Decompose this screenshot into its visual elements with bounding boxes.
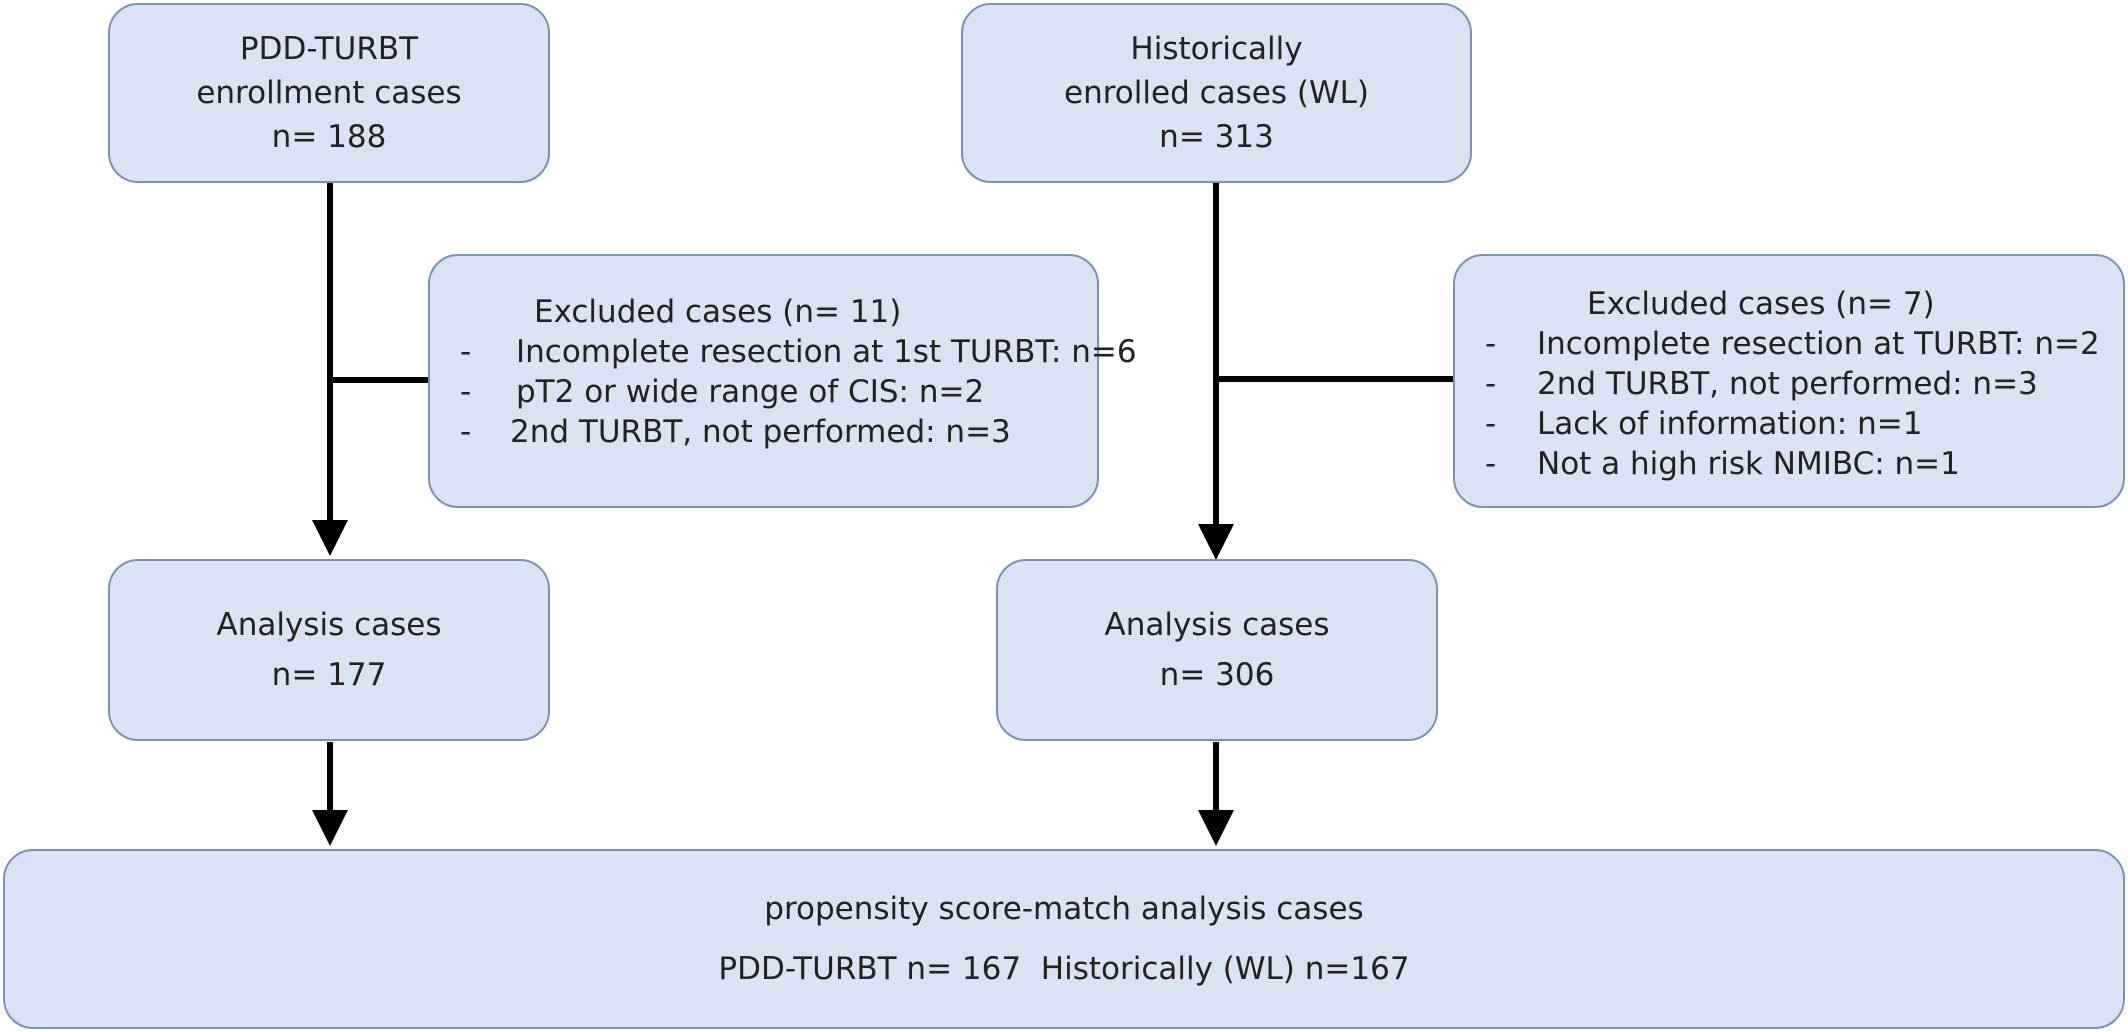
historical-enrollment-line-1: Historically xyxy=(1130,31,1303,67)
left-excluded-title: Excluded cases (n= 11) xyxy=(534,294,902,330)
right-excluded-title: Excluded cases (n= 7) xyxy=(1587,286,1935,322)
right-analysis-cases-box: Analysis cases n= 306 xyxy=(996,559,1438,741)
list-dash: - xyxy=(1485,406,1497,442)
historical-enrollment-box: Historically enrolled cases (WL) n= 313 xyxy=(961,3,1472,183)
pdd-turbt-enrollment-line-1: PDD-TURBT xyxy=(239,31,419,67)
left-excluded-item: - 2nd TURBT, not performed: n=3 xyxy=(430,412,1097,452)
right-excluded-cases-box: Excluded cases (n= 7) - Incomplete resec… xyxy=(1453,254,2125,508)
right-excluded-item: - Incomplete resection at TURBT: n=2 xyxy=(1455,324,2123,364)
left-excluded-item-text: 2nd TURBT, not performed: n=3 xyxy=(510,414,1011,450)
propensity-score-match-box: propensity score-match analysis cases PD… xyxy=(3,849,2125,1029)
list-dash: - xyxy=(460,414,472,450)
list-dash: - xyxy=(1485,446,1497,482)
left-excluded-cases-box: Excluded cases (n= 11) - Incomplete rese… xyxy=(428,254,1137,508)
propensity-score-match-title: propensity score-match analysis cases xyxy=(764,891,1364,927)
pdd-turbt-enrollment-box: PDD-TURBT enrollment cases n= 188 xyxy=(108,3,550,183)
left-excluded-item-text: Incomplete resection at 1st TURBT: n=6 xyxy=(516,334,1137,370)
right-excluded-item: - Lack of information: n=1 xyxy=(1455,404,2123,444)
list-dash: - xyxy=(1485,366,1497,402)
list-dash: - xyxy=(460,334,472,370)
right-excluded-item-text: Not a high risk NMIBC: n=1 xyxy=(1537,446,1960,482)
left-excluded-item-text: pT2 or wide range of CIS: n=2 xyxy=(516,374,985,410)
left-analysis-count: n= 177 xyxy=(271,657,387,693)
pdd-turbt-enrollment-line-2: enrollment cases xyxy=(196,75,462,111)
right-analysis-count: n= 306 xyxy=(1159,657,1275,693)
left-excluded-list: - Incomplete resection at 1st TURBT: n=6… xyxy=(430,332,1137,452)
left-analysis-title: Analysis cases xyxy=(216,607,442,643)
right-excluded-item-text: 2nd TURBT, not performed: n=3 xyxy=(1537,366,2038,402)
right-excluded-item: - Not a high risk NMIBC: n=1 xyxy=(1455,444,2123,484)
right-excluded-item: - 2nd TURBT, not performed: n=3 xyxy=(1455,364,2123,404)
historical-enrollment-line-2: enrolled cases (WL) xyxy=(1064,75,1369,111)
left-analysis-cases-box: Analysis cases n= 177 xyxy=(108,559,550,741)
right-excluded-list: - Incomplete resection at TURBT: n=2 - 2… xyxy=(1455,324,2123,484)
right-excluded-item-text: Incomplete resection at TURBT: n=2 xyxy=(1537,326,2100,362)
right-analysis-title: Analysis cases xyxy=(1104,607,1330,643)
left-excluded-item: - Incomplete resection at 1st TURBT: n=6 xyxy=(430,332,1137,372)
list-dash: - xyxy=(460,374,472,410)
right-excluded-item-text: Lack of information: n=1 xyxy=(1537,406,1923,442)
left-excluded-item: - pT2 or wide range of CIS: n=2 xyxy=(430,372,1097,412)
historical-enrollment-count: n= 313 xyxy=(1159,119,1274,155)
pdd-turbt-enrollment-count: n= 188 xyxy=(271,119,387,155)
propensity-score-match-counts: PDD-TURBT n= 167 Historically (WL) n=167 xyxy=(718,951,1410,987)
list-dash: - xyxy=(1485,326,1497,362)
